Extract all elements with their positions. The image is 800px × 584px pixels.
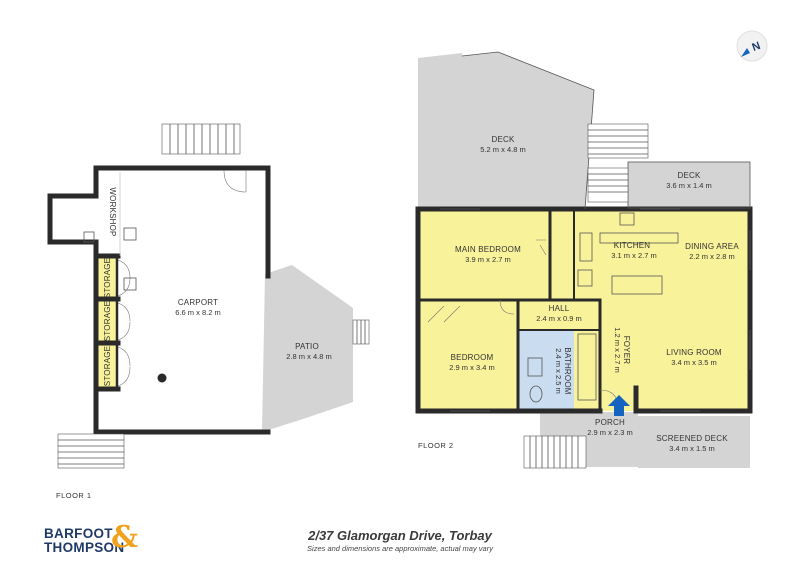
bathtub xyxy=(577,333,597,401)
carport-dims: 6.6 m x 8.2 m xyxy=(175,308,220,317)
fridge xyxy=(579,232,593,262)
hall-label: HALL xyxy=(549,304,570,313)
bedroom-dims: 2.9 m x 3.4 m xyxy=(449,363,494,372)
storage-2-door xyxy=(117,302,131,341)
screened-deck-area xyxy=(638,416,750,468)
main-bedroom-closet xyxy=(536,239,547,256)
deck-large-area xyxy=(418,52,594,209)
patio-area xyxy=(262,265,353,432)
foyer-area xyxy=(600,301,632,411)
kitchen-label: KITCHEN xyxy=(614,241,651,250)
bedroom-label: BEDROOM xyxy=(451,353,494,362)
porch-label: PORCH xyxy=(595,418,625,427)
storage-1-area xyxy=(96,258,116,298)
dining-label: DINING AREA xyxy=(685,242,739,251)
bathroom-label: BATHROOM xyxy=(563,347,572,394)
bedroom-door xyxy=(499,299,515,315)
floor1-stairs-bottom xyxy=(57,433,125,469)
floor2-plan: DECK 5.2 m x 4.8 m DECK 3.6 m x 1.4 m MA… xyxy=(415,51,753,469)
kitchen-sink xyxy=(619,212,635,226)
carport-door xyxy=(223,169,247,193)
deck-large-dims: 5.2 m x 4.8 m xyxy=(480,145,525,154)
kitchen-island xyxy=(611,275,663,295)
vanity xyxy=(527,357,543,377)
storage-3-door xyxy=(117,346,131,387)
storage-1-door xyxy=(117,259,131,297)
workshop-label: WORKSHOP xyxy=(108,187,117,236)
hall-dims: 2.4 m x 0.9 m xyxy=(536,314,581,323)
floor2-stairs-deck xyxy=(587,167,629,203)
screened-deck-label: SCREENED DECK xyxy=(656,434,728,443)
screened-deck-dims: 3.4 m x 1.5 m xyxy=(669,444,714,453)
storage-fixture xyxy=(123,277,137,291)
dining-dims: 2.2 m x 2.8 m xyxy=(689,252,734,261)
porch-landing xyxy=(540,412,586,436)
oven xyxy=(577,269,593,287)
carport-label: CARPORT xyxy=(178,298,218,307)
patio-dims: 2.8 m x 4.8 m xyxy=(286,352,331,361)
toilet xyxy=(529,385,543,403)
deck-small-dims: 3.6 m x 1.4 m xyxy=(666,181,711,190)
storage-2-area xyxy=(96,300,116,342)
main-bedroom-dims: 3.9 m x 2.7 m xyxy=(465,255,510,264)
floor1-plan: WORKSHOP STORAGE STORAGE STORAGE CARPORT… xyxy=(47,123,370,500)
foyer-dims: 1.2 m x 2.7 m xyxy=(613,327,622,372)
foyer-label: FOYER xyxy=(622,336,631,365)
storage-2-label: STORAGE xyxy=(103,301,112,341)
workshop-area xyxy=(50,195,96,243)
workshop-bench xyxy=(83,231,95,243)
bedroom-area xyxy=(420,301,518,411)
main-bedroom-area xyxy=(420,211,550,299)
deck-small-area xyxy=(628,162,750,208)
floor2-stairs-porch xyxy=(523,435,587,469)
floor1-stairs-top xyxy=(161,123,241,155)
brand-ampersand: & xyxy=(111,520,139,555)
carport-area xyxy=(96,168,268,434)
brand-line2: THOMPSON xyxy=(44,540,125,555)
kitchen-dims: 3.1 m x 2.7 m xyxy=(611,251,656,260)
floor2-outer-walls-left xyxy=(415,206,603,414)
bedroom-closet xyxy=(427,305,461,323)
storage-3-area xyxy=(96,344,116,388)
brand-logo: BARFOOT THOMPSON xyxy=(44,527,124,555)
floor1-stairs-right xyxy=(352,319,370,345)
entrance-arrow-icon xyxy=(608,395,630,416)
main-bedroom-label: MAIN BEDROOM xyxy=(455,245,521,254)
windows xyxy=(440,208,751,412)
compass-icon: N xyxy=(736,30,768,62)
floor2-stairs-top xyxy=(587,123,649,159)
living-dims: 3.4 m x 3.5 m xyxy=(671,358,716,367)
floor1-label: FLOOR 1 xyxy=(56,491,92,500)
carport-column xyxy=(157,373,167,383)
property-address: 2/37 Glamorgan Drive, Torbay xyxy=(308,528,492,543)
disclaimer: Sizes and dimensions are approximate, ac… xyxy=(307,544,493,553)
floor2-label: FLOOR 2 xyxy=(418,441,454,450)
porch-dims: 2.9 m x 2.3 m xyxy=(587,428,632,437)
storage-1-label: STORAGE xyxy=(103,258,112,298)
workshop-fixture xyxy=(123,227,137,241)
kitchen-bench xyxy=(599,232,679,244)
bathroom-dims: 2.4 m x 2.5 m xyxy=(554,348,563,393)
brand-line1: BARFOOT xyxy=(44,526,113,541)
living-label: LIVING ROOM xyxy=(666,348,722,357)
passage-area xyxy=(550,211,574,301)
deck-small-label: DECK xyxy=(677,171,700,180)
compass-north-letter: N xyxy=(751,40,763,54)
floor1-walls xyxy=(47,165,271,435)
porch-area xyxy=(586,412,638,467)
deck-large-label: DECK xyxy=(491,135,514,144)
patio-label: PATIO xyxy=(295,342,319,351)
storage-3-label: STORAGE xyxy=(103,346,112,386)
